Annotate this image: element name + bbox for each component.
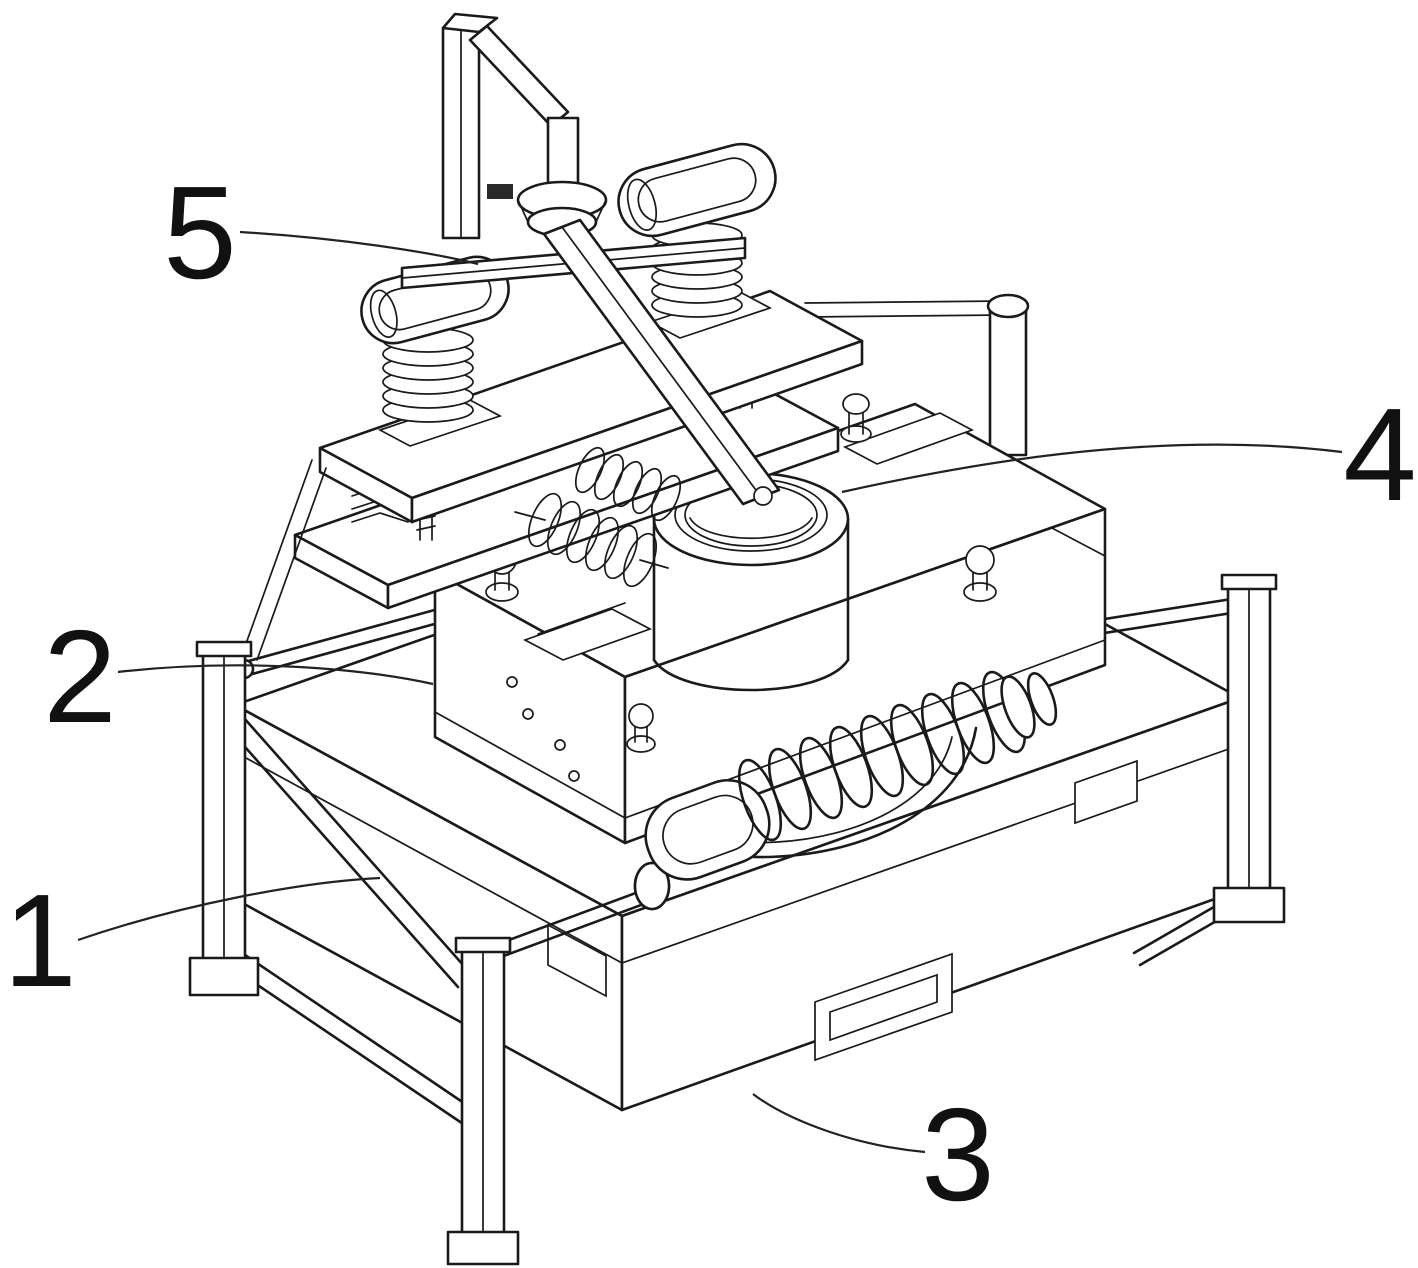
- base-handle-inner: [829, 973, 938, 1042]
- callout-5-label: 5: [163, 159, 236, 306]
- pin-front: [626, 703, 656, 753]
- coil-stack-left: [382, 327, 474, 423]
- housing-face-bolts: [506, 676, 580, 782]
- cylinder-bottom-arc: [652, 658, 850, 692]
- gantry-clamp-block: [487, 184, 513, 199]
- base-tab-right: [1074, 759, 1138, 825]
- back-post-assembly: [804, 293, 1030, 457]
- cylinder-bore-arc: [689, 517, 813, 539]
- callout-4-label: 4: [1343, 381, 1416, 528]
- bolt-base: [840, 425, 872, 443]
- housing-back-bracket: [842, 412, 975, 465]
- pin-right: [963, 545, 997, 602]
- drum-stub-cap: [633, 861, 671, 911]
- mid-spring-back: [574, 446, 682, 522]
- plate-hanger-rod: [242, 459, 327, 661]
- spring-housing-block: [644, 778, 771, 881]
- frame-bar-left-upper: [212, 698, 474, 989]
- swing-arm-tip: [753, 486, 773, 506]
- callout-3-leader: [752, 1093, 926, 1154]
- callout-1-leader: [77, 876, 381, 942]
- callout-3-label: 3: [921, 1081, 994, 1228]
- base-tab-left: [547, 923, 607, 998]
- back-bar: [804, 300, 1005, 318]
- coil-stack-right: [651, 222, 743, 318]
- frame-bar-left-lower: [229, 953, 494, 1136]
- corner-post-right: [1212, 573, 1286, 924]
- bracket-bolt-pin: [840, 393, 872, 443]
- spring-end-cylinder: [1000, 672, 1058, 739]
- back-post-cap: [986, 293, 1030, 319]
- swing-arm-inner: [561, 226, 762, 498]
- rollers: [360, 142, 777, 345]
- mid-spring-front: [514, 492, 669, 588]
- swing-arm: [542, 218, 781, 506]
- callout-1-label: 1: [3, 867, 76, 1014]
- callout-2-label: 2: [43, 603, 116, 750]
- callouts: 5 4 2 1 3: [3, 159, 1416, 1228]
- bolt-stem: [848, 411, 864, 435]
- callout-2-leader: [117, 664, 434, 686]
- roller-right: [617, 142, 777, 238]
- base-seam-left: [234, 751, 623, 964]
- rail-lower-left: [480, 882, 662, 966]
- gantry-elbow-tube: [468, 24, 570, 128]
- callout-4-leader: [841, 443, 1343, 494]
- gantry: [441, 12, 781, 506]
- bottom-coil-spring: [644, 670, 1058, 881]
- spring-plate-right-edge: [410, 339, 864, 524]
- corner-post-front: [446, 936, 520, 1266]
- mid-diagonal-springs: [514, 446, 682, 588]
- housing-seam-left: [434, 711, 626, 819]
- callout-5-leader: [239, 230, 479, 266]
- housing-t-slot: [522, 608, 653, 661]
- bolt-head: [842, 393, 870, 415]
- back-post: [988, 304, 1028, 457]
- housing-t-slot-inner: [537, 602, 626, 635]
